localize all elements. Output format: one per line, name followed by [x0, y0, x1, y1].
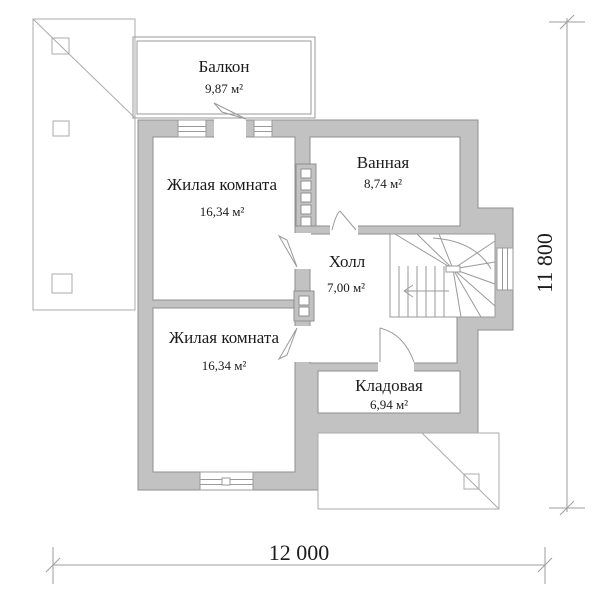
wall-openings: [214, 119, 414, 372]
window-top-right: [253, 119, 273, 138]
stair-direction-arrow: [403, 284, 449, 298]
storage-name: Кладовая: [355, 376, 423, 395]
storage-door-opening: [378, 362, 414, 372]
roof-left-chimney-2: [52, 120, 70, 137]
balcony-outline: [132, 36, 316, 119]
roof-left: [32, 18, 136, 311]
hall-area: 7,00 м²: [327, 280, 365, 295]
label-bathroom: Ванная 8,74 м²: [357, 153, 410, 191]
hall-name: Холл: [329, 252, 366, 271]
bathroom-door-opening: [330, 225, 358, 235]
roof-bottom-right: [317, 432, 500, 510]
stair-walkline: [432, 237, 492, 270]
balcony-name: Балкон: [199, 57, 250, 76]
dimension-height-value: 11 800: [532, 233, 557, 293]
door-living1: [277, 234, 298, 268]
roof-left-chimney-3: [51, 273, 73, 294]
roof-br-chimney: [463, 473, 480, 490]
door-balcony: [213, 102, 247, 120]
balcony-area: 9,87 м²: [205, 81, 243, 96]
staircase: [389, 233, 496, 318]
label-living2: Жилая комната 16,34 м²: [169, 328, 280, 373]
living2-name: Жилая комната: [169, 328, 280, 347]
living2-door-opening: [294, 326, 311, 362]
door-living2: [277, 327, 298, 361]
stair-newel: [445, 265, 461, 273]
balcony-door-opening: [214, 119, 246, 138]
vent-block-lower: [293, 290, 315, 322]
living2-area: 16,34 м²: [202, 358, 247, 373]
living1-name: Жилая комната: [167, 175, 278, 194]
label-balcony: Балкон 9,87 м²: [199, 57, 250, 96]
bathroom-name: Ванная: [357, 153, 410, 172]
window-bottom: [199, 471, 254, 491]
label-living1: Жилая комната 16,34 м²: [167, 175, 278, 219]
dimension-width: 12 000: [45, 540, 553, 584]
living1-door-opening: [294, 233, 311, 269]
vent-block-upper: [295, 163, 317, 227]
roof-left-chimney-1: [51, 37, 70, 55]
roof-br-hip-line: [421, 432, 500, 510]
label-hall: Холл 7,00 м²: [327, 252, 366, 295]
dimension-width-value: 12 000: [269, 540, 330, 565]
window-top-left: [177, 119, 207, 138]
roof-left-hip-line: [32, 18, 136, 119]
bathroom-area: 8,74 м²: [364, 176, 402, 191]
door-storage: [379, 327, 415, 363]
window-stair-right: [496, 247, 514, 291]
living1-area: 16,34 м²: [200, 204, 245, 219]
door-bathroom: [331, 210, 357, 231]
stair-winders: [394, 233, 496, 318]
storage-area: 6,94 м²: [370, 397, 408, 412]
label-storage: Кладовая 6,94 м²: [355, 376, 423, 412]
dimension-height: 11 800: [532, 14, 585, 516]
